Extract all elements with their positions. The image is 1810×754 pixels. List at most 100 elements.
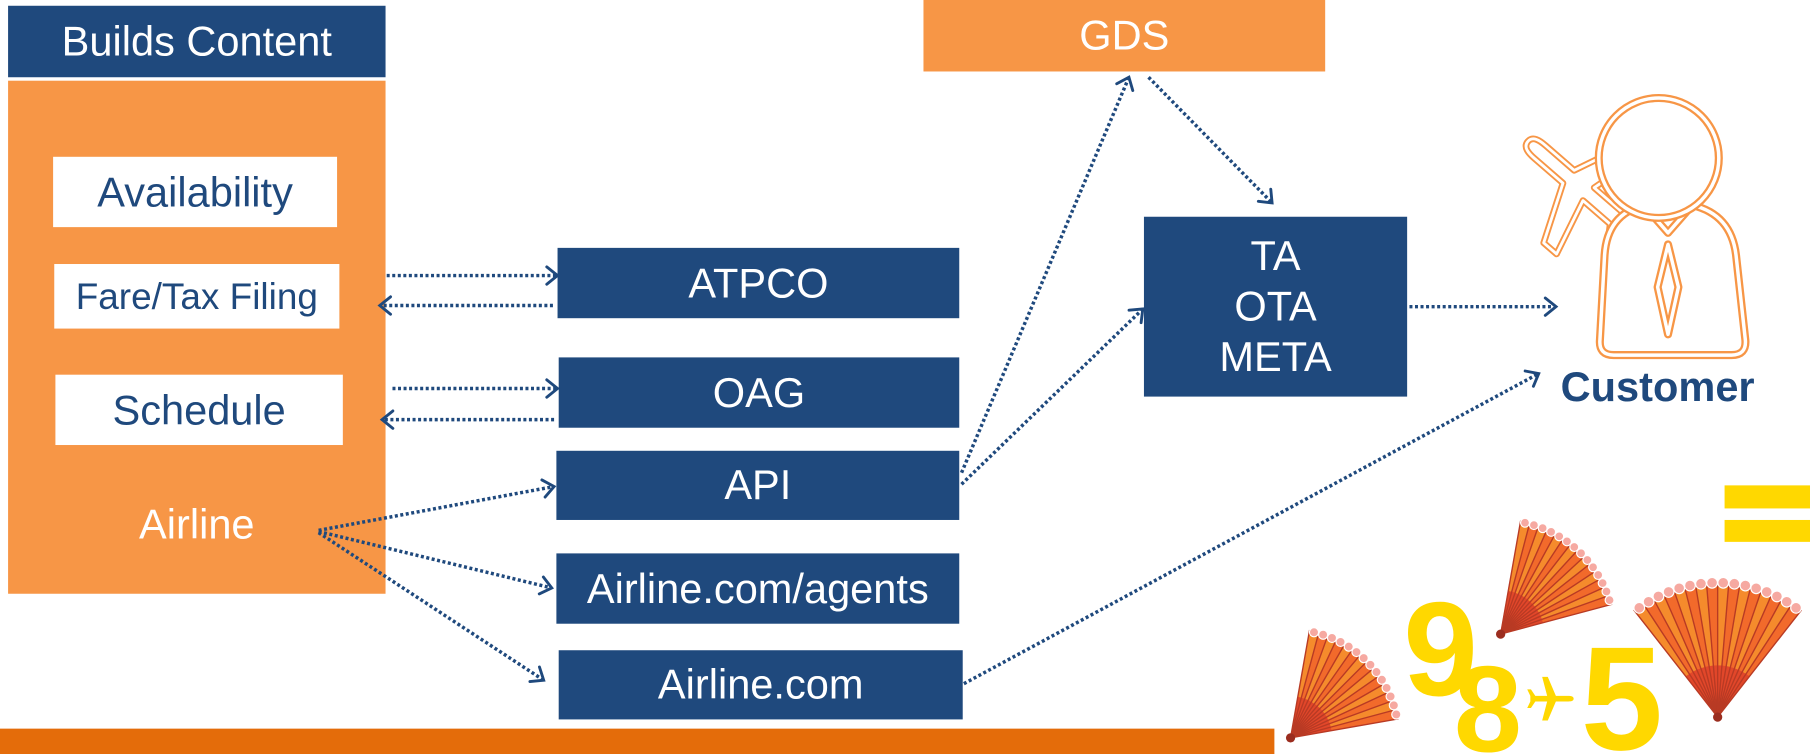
fan-segment	[1290, 653, 1369, 738]
fan-rib	[1500, 603, 1613, 635]
fan-rib	[1289, 631, 1320, 739]
fan-rib	[1500, 542, 1573, 635]
fan-scallop	[1728, 577, 1741, 590]
oag-box: OAG	[558, 357, 960, 428]
fan-segment	[1290, 660, 1375, 738]
brand-logo: 9 8 5	[1285, 485, 1810, 754]
fan-segment	[1717, 582, 1752, 718]
fan-segment	[1500, 586, 1610, 635]
agents-portal-box: Airline.com/agents	[556, 553, 960, 624]
fan-rib	[1716, 582, 1741, 718]
availability-box: Availability	[53, 156, 338, 228]
fan-rib	[1500, 586, 1607, 635]
fan-pivot	[1713, 712, 1723, 722]
fan-inner	[1500, 590, 1544, 635]
fan-scallop	[1652, 590, 1665, 603]
fan-segment	[1290, 648, 1362, 738]
fan-rib	[1500, 528, 1549, 635]
fan-rib	[1716, 581, 1730, 718]
fan-segment	[1500, 520, 1530, 635]
customer-label: Customer	[1560, 363, 1755, 411]
fan-segment	[1290, 643, 1354, 738]
agency-ota: OTA	[1234, 282, 1317, 330]
fan-segment	[1500, 549, 1586, 635]
fan-rib	[1694, 582, 1719, 718]
fan-segment	[1500, 543, 1579, 635]
fan-scallop	[1780, 595, 1793, 608]
fan-segment	[1706, 581, 1718, 718]
fan-scallop	[1326, 632, 1338, 644]
fan-rib	[1642, 602, 1719, 718]
fan-rib	[1662, 592, 1719, 718]
logo-digit-5: 5	[1581, 616, 1663, 754]
fan-scallop	[1376, 674, 1388, 685]
fan-scallop	[1358, 652, 1369, 664]
arrow-api-to-gds	[959, 75, 1135, 474]
fan-scallop	[1576, 548, 1587, 559]
fan-rib	[1499, 525, 1540, 635]
fan-rib	[1290, 690, 1391, 739]
fan-segment	[1717, 597, 1793, 718]
fan-segment	[1500, 525, 1548, 635]
fan-segment	[1642, 597, 1718, 718]
fan-segment	[1290, 634, 1337, 738]
fan-rib	[1500, 562, 1592, 635]
fan-segment	[1717, 592, 1783, 718]
fan-rib	[1290, 666, 1375, 739]
fan-segment	[1500, 570, 1602, 635]
fan-scallop	[1739, 579, 1752, 592]
fan-rib	[1289, 634, 1329, 739]
fan-scallop	[1770, 590, 1783, 603]
fan-scallop	[1601, 586, 1612, 597]
fan-rib	[1717, 609, 1803, 718]
arrow-line	[963, 372, 1540, 686]
fan-icon-middle	[1496, 517, 1615, 639]
fan-scallop	[1604, 595, 1615, 606]
footer-bar	[0, 728, 1275, 754]
fan-rib	[1500, 569, 1598, 635]
fan-scallop	[1642, 595, 1655, 608]
fan-scallop	[1597, 578, 1608, 589]
fan-scallop	[1588, 562, 1599, 573]
airline-label: Airline	[139, 500, 255, 548]
fan-scallop	[1381, 682, 1392, 694]
arrow-line	[959, 76, 1131, 474]
fan-segment	[1684, 582, 1718, 718]
fan-rib	[1289, 629, 1311, 738]
fan-scallop	[1351, 646, 1362, 658]
fan-segment	[1717, 581, 1729, 718]
fan-segment	[1290, 675, 1386, 738]
fan-rib	[1500, 532, 1557, 635]
fan-segment	[1290, 632, 1329, 738]
fan-scallop	[1750, 582, 1763, 595]
fan-segment	[1500, 537, 1572, 635]
fan-inner	[1685, 665, 1750, 718]
fan-pivot	[1285, 733, 1296, 743]
fan-scallop	[1365, 659, 1376, 670]
schedule-box: Schedule	[55, 374, 343, 446]
fan-scallop	[1633, 601, 1646, 614]
fan-scallop	[1391, 709, 1402, 720]
fan-segment	[1717, 585, 1762, 718]
fan-segment	[1500, 578, 1606, 635]
fan-segment	[1500, 595, 1613, 635]
fan-scallop	[1569, 542, 1580, 553]
fan-scallop	[1593, 569, 1604, 580]
fan-scallop	[1343, 641, 1354, 652]
fan-rib	[1672, 588, 1719, 718]
logo-digit-9: 9	[1403, 575, 1477, 724]
atpco-box: ATPCO	[557, 247, 960, 319]
fan-rib	[1290, 682, 1386, 739]
arrowhead	[528, 665, 546, 684]
equals-bar-top	[1724, 485, 1810, 509]
logo-airplane-icon	[1527, 676, 1574, 721]
fan-rib	[1289, 642, 1346, 739]
fan-scallop	[1388, 700, 1399, 711]
fan-rib	[1500, 594, 1610, 635]
fan-scallop	[1673, 582, 1686, 595]
fan-segment	[1500, 528, 1556, 635]
fan-segment	[1290, 667, 1381, 738]
agencies-box: TA OTA META	[1143, 216, 1408, 397]
fan-scallop	[1662, 585, 1675, 598]
fan-inner	[1290, 696, 1332, 738]
